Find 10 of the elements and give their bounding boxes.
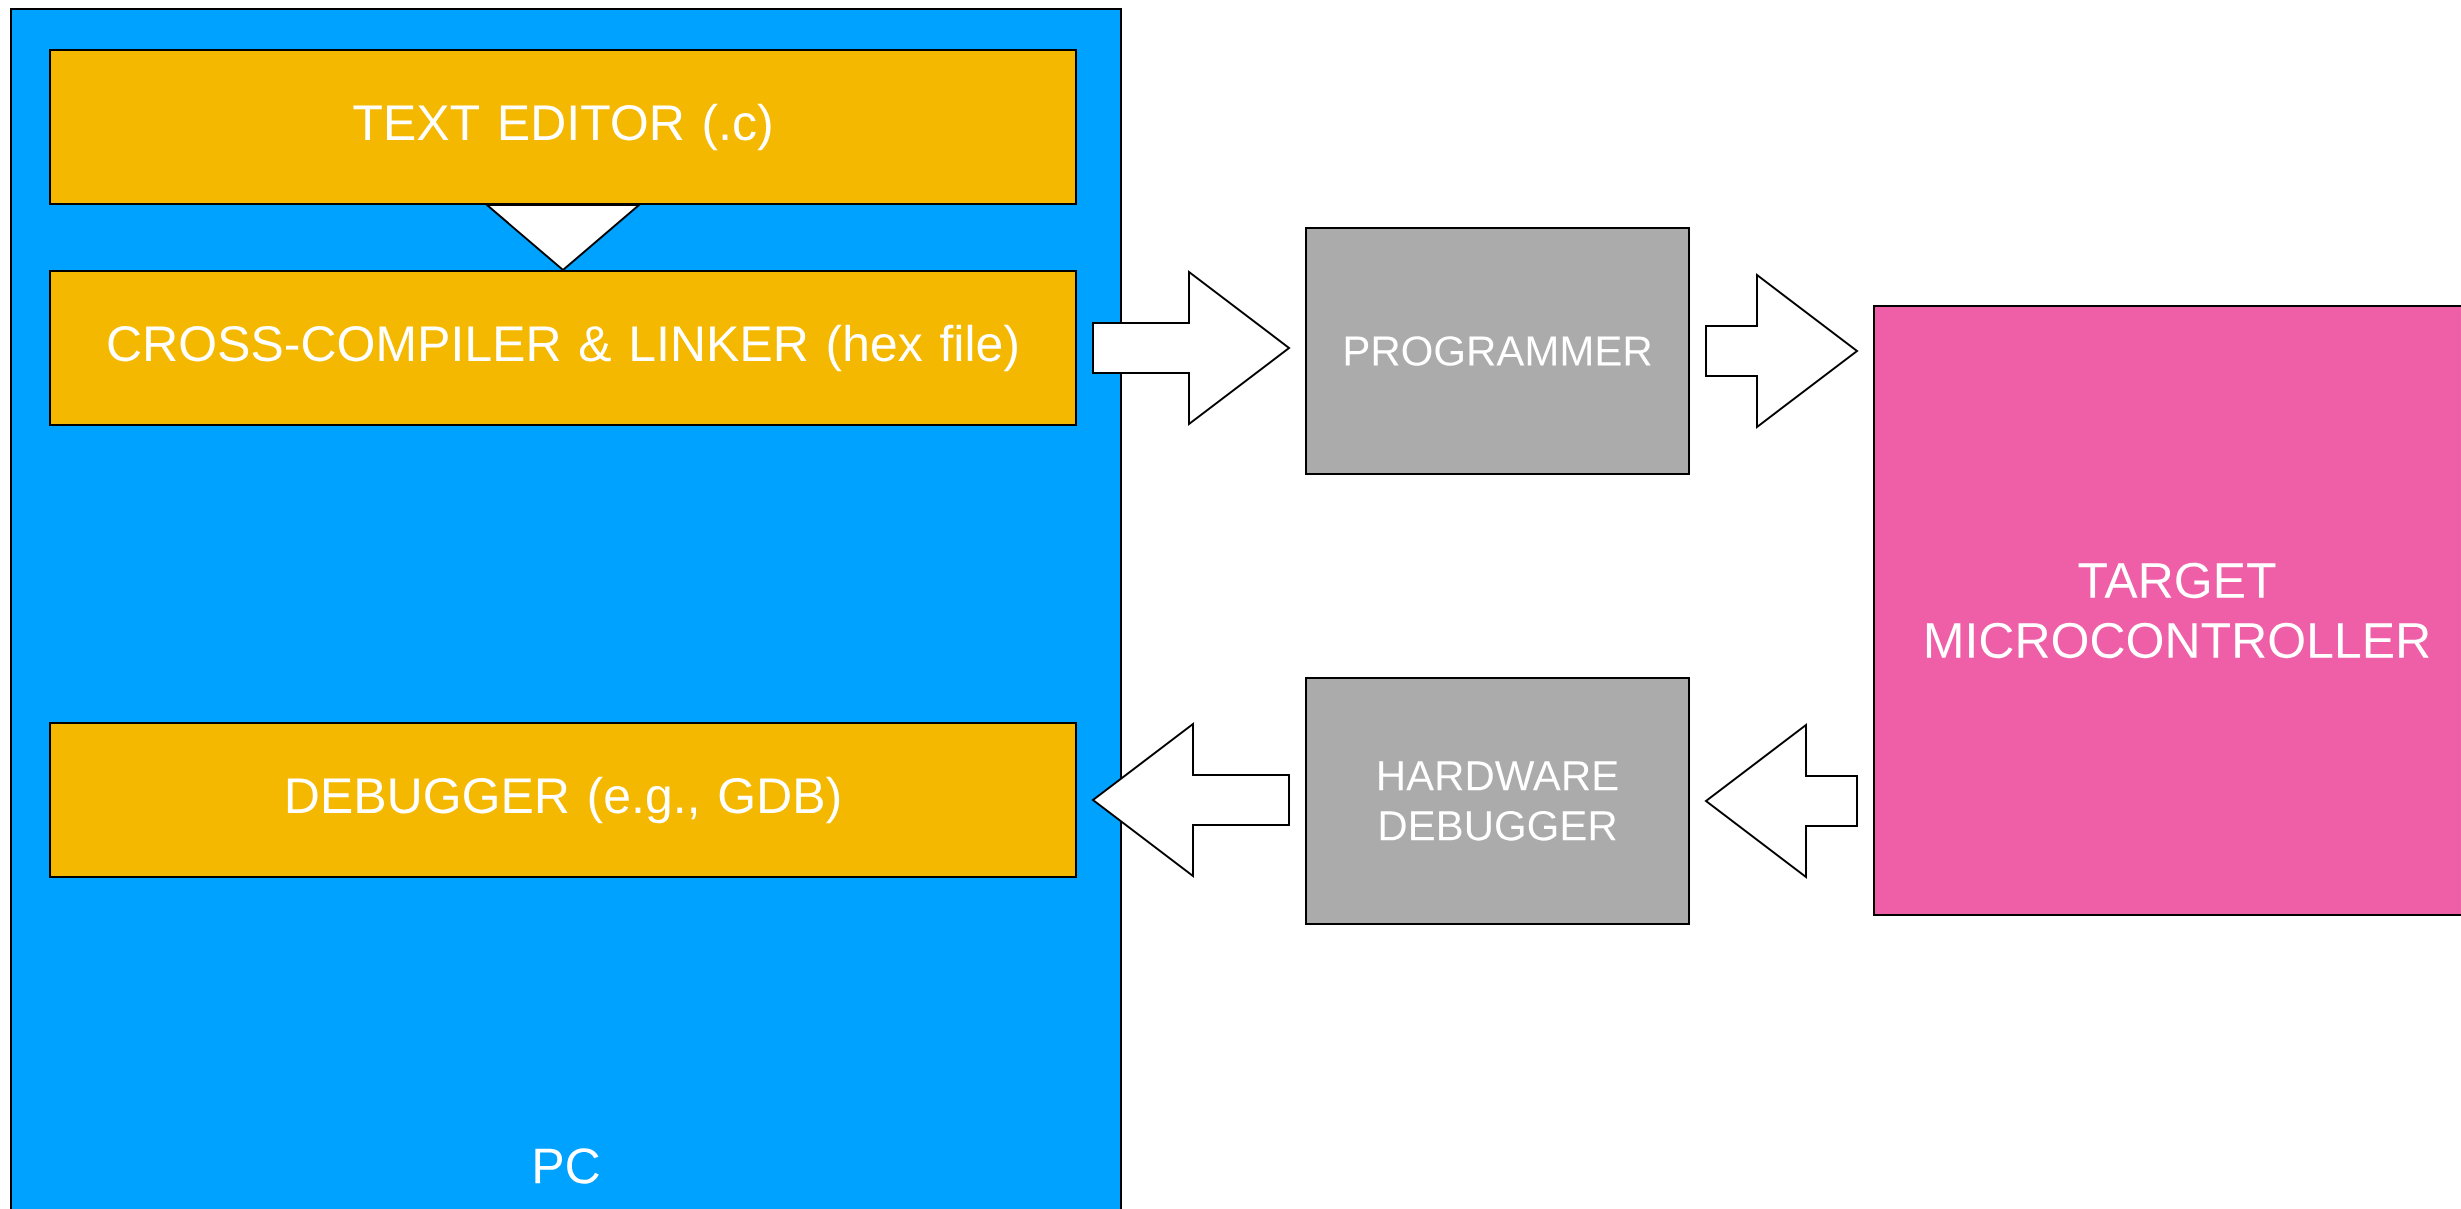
device-box: PROGRAMMER: [1305, 227, 1690, 475]
target-box: TARGET MICROCONTROLLER: [1873, 305, 2461, 916]
process-box: CROSS-COMPILER & LINKER (hex file): [49, 270, 1077, 426]
block-arrow: [1705, 273, 1859, 429]
device-box: HARDWARE DEBUGGER: [1305, 677, 1690, 925]
process-box: DEBUGGER (e.g., GDB): [49, 722, 1077, 878]
block-arrow: [1092, 270, 1291, 426]
block-arrow: [1091, 722, 1290, 878]
process-box: TEXT EDITOR (.c): [49, 49, 1077, 205]
block-arrow: [1704, 723, 1858, 879]
